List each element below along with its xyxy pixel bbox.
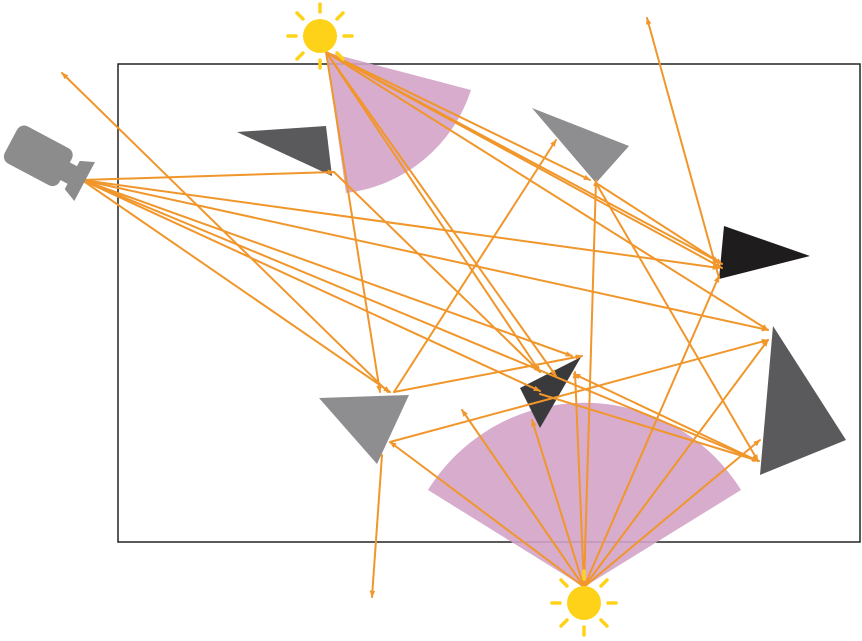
light-ray-24 (393, 139, 557, 393)
light-ray-22 (583, 439, 761, 588)
triangle-object-6 (319, 395, 409, 464)
light-ray-16 (572, 371, 585, 588)
light-ray-12 (325, 51, 382, 393)
light-ray-5 (81, 179, 759, 462)
ray-group (61, 17, 769, 598)
light-ray-14 (325, 51, 723, 269)
light-ray-23 (333, 171, 541, 373)
sun-icon (550, 569, 618, 637)
light-ray-13 (325, 51, 557, 377)
light-ray-28 (389, 338, 769, 443)
light-ray-17 (583, 275, 720, 588)
triangle-object-4 (760, 326, 846, 475)
light-cone-top (326, 52, 471, 193)
light-ray-26 (595, 182, 759, 462)
light-ray-8 (325, 51, 591, 181)
light-ray-27 (595, 182, 723, 265)
triangle-object-1 (237, 126, 332, 176)
triangle-object-3 (719, 226, 810, 279)
scene-frame (117, 63, 861, 543)
light-ray-4 (81, 179, 573, 357)
light-ray-19 (583, 179, 599, 588)
light-ray-30 (369, 454, 383, 598)
light-ray-3 (81, 179, 769, 332)
light-ray-7 (81, 179, 541, 392)
light-ray-6 (81, 179, 391, 393)
light-ray-31 (645, 17, 720, 279)
light-ray-32 (61, 72, 389, 393)
light-ray-15 (389, 441, 585, 588)
light-ray-1 (81, 169, 335, 181)
light-ray-2 (81, 179, 720, 270)
light-ray-33 (539, 393, 760, 462)
light-ray-10 (325, 51, 769, 331)
light-ray-29 (573, 373, 759, 462)
sun-icon (286, 2, 354, 70)
light-ray-21 (461, 409, 585, 588)
light-ray-18 (583, 339, 769, 588)
camera-icon (3, 125, 95, 202)
triangle-object-2 (532, 108, 629, 183)
light-cone-bottom (428, 402, 741, 587)
light-ray-11 (325, 51, 541, 373)
light-ray-20 (531, 419, 585, 588)
triangle-object-5 (520, 357, 581, 428)
light-ray-25 (393, 354, 583, 393)
